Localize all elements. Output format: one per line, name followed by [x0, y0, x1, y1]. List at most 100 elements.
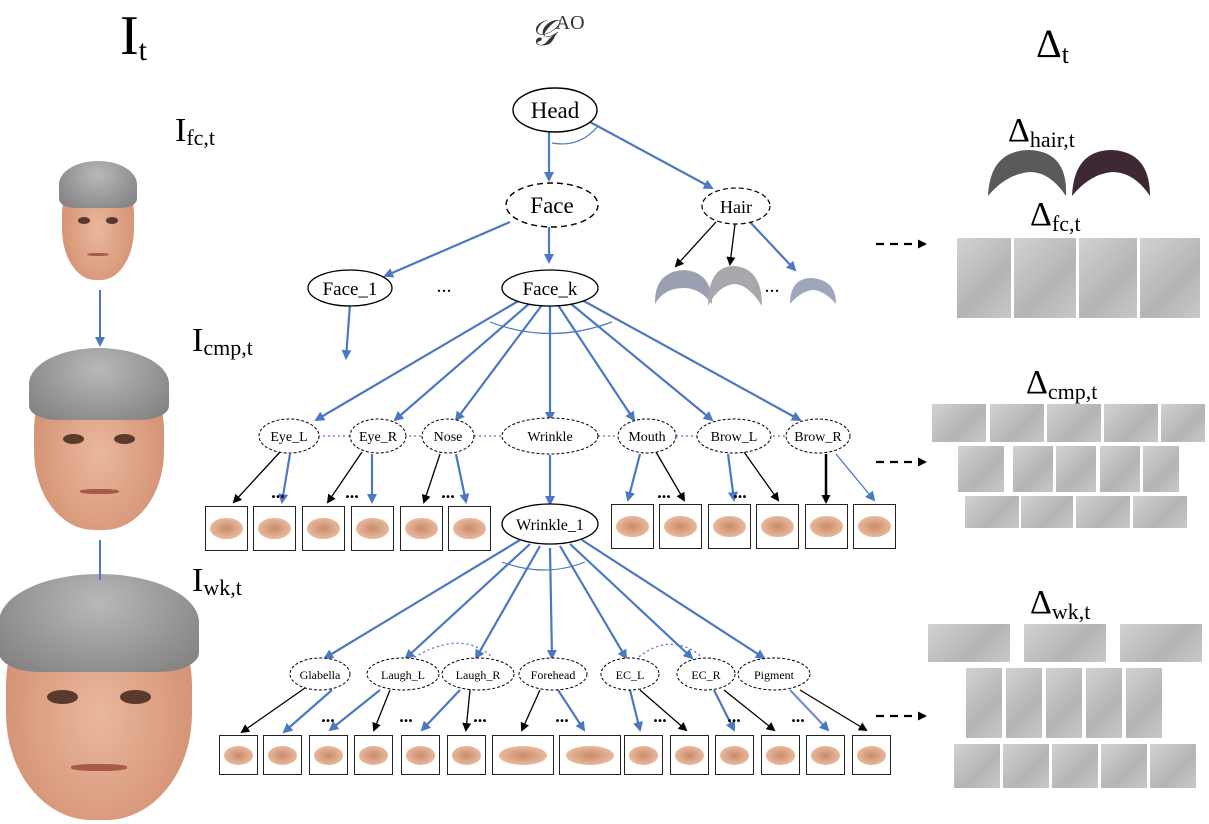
graph-sup: AO — [555, 12, 585, 34]
delta-cmp-main: Δ — [1026, 364, 1048, 401]
nose-thumb-1 — [400, 506, 443, 551]
node-laugh-r — [441, 657, 515, 691]
delta-fc-label: Δfc,t — [1030, 196, 1081, 237]
node-eye-r — [349, 418, 407, 454]
mouth-thumb-1 — [611, 504, 654, 549]
ellipsis-glabella: ... — [321, 706, 335, 726]
it-main: I — [120, 5, 139, 67]
node-head-label: Head — [531, 98, 580, 123]
node-glabella — [289, 657, 351, 691]
delta-wk-sub: wk,t — [1051, 599, 1091, 624]
delta-mouth-2 — [1021, 496, 1073, 528]
node-hair-label: Hair — [720, 197, 752, 217]
delta-wk-label: Δwk,t — [1030, 584, 1090, 625]
pigment-thumb-1 — [806, 735, 845, 775]
ellipsis-pigment: ... — [791, 706, 805, 726]
delta-laugh-1 — [966, 668, 1002, 738]
delta-fc-face-4 — [1140, 238, 1200, 318]
hair-samples — [654, 266, 836, 306]
node-wrinkle-1 — [501, 503, 599, 545]
delta-main: Δ — [1036, 21, 1062, 66]
delta-eye-3 — [1047, 404, 1101, 442]
delta-eye-4 — [1104, 404, 1158, 442]
delta-cmp-label: Δcmp,t — [1026, 364, 1097, 405]
node-laugh-l — [366, 657, 440, 691]
delta-eye-5 — [1161, 404, 1205, 442]
input-image-label: It — [120, 4, 147, 68]
face-image-medium — [28, 347, 170, 530]
ellipsis-hair: ... — [765, 275, 780, 297]
node-eye-r-label: Eye_R — [359, 430, 398, 445]
node-head — [512, 87, 598, 133]
delta-cmp-sub: cmp,t — [1047, 379, 1098, 404]
node-ec-l-label: EC_L — [616, 668, 645, 682]
ec-r-thumb-2 — [761, 735, 800, 775]
delta-hair-sub: hair,t — [1029, 127, 1075, 152]
delta-title: Δt — [1036, 20, 1069, 70]
delta-nose-3 — [1056, 446, 1096, 492]
cmp-main: I — [192, 322, 204, 359]
brow-l-thumb-1 — [708, 504, 751, 549]
brow-l-thumb-2 — [756, 504, 799, 549]
ellipsis-face: ... — [437, 275, 452, 297]
ellipsis-laugh-l: ... — [399, 706, 413, 726]
fc-level-label: Ifc,t — [175, 112, 215, 151]
node-face-1-label: Face_1 — [323, 279, 378, 300]
node-laugh-l-label: Laugh_L — [381, 668, 425, 682]
laugh-l-thumb-1 — [309, 735, 348, 775]
eye-r-thumb-1 — [302, 506, 345, 551]
delta-hair-label: Δhair,t — [1008, 112, 1075, 153]
node-face-k — [501, 269, 599, 307]
eye-l-thumb-1 — [205, 506, 248, 551]
delta-fc-face-2 — [1014, 238, 1076, 318]
node-brow-l — [696, 418, 772, 454]
delta-mouth-4 — [1133, 496, 1187, 528]
ellipsis-ec-l: ... — [653, 706, 667, 726]
node-face-k-label: Face_k — [523, 279, 578, 300]
node-forehead-label: Forehead — [531, 668, 576, 682]
pigment-thumb-2 — [852, 735, 891, 775]
node-nose-label: Nose — [434, 430, 463, 445]
node-eye-l-label: Eye_L — [270, 430, 307, 445]
ellipsis-brow-l: ... — [733, 482, 747, 502]
delta-laugh-3 — [1046, 668, 1082, 738]
node-wrinkle-label: Wrinkle — [527, 430, 572, 445]
ellipsis-forehead: ... — [555, 706, 569, 726]
ec-l-thumb-2 — [670, 735, 709, 775]
node-pigment — [737, 657, 811, 691]
node-forehead — [518, 657, 588, 691]
delta-laugh-5 — [1126, 668, 1162, 738]
node-mouth-label: Mouth — [628, 430, 665, 445]
nose-thumb-2 — [448, 506, 491, 551]
glabella-thumb-2 — [263, 735, 302, 775]
delta-eye-1 — [932, 404, 986, 442]
forehead-thumb-2 — [559, 735, 621, 775]
wk-sub: wk,t — [203, 575, 242, 600]
delta-mouth-1 — [965, 496, 1019, 528]
delta-forehead-3 — [1120, 624, 1202, 662]
wk-main: I — [192, 562, 204, 599]
node-ec-r — [676, 657, 736, 691]
node-glabella-label: Glabella — [300, 668, 341, 682]
delta-nose-2 — [1013, 446, 1053, 492]
mouth-thumb-2 — [659, 504, 702, 549]
graph-main: 𝒢 — [530, 13, 556, 53]
delta-fc-sub: fc,t — [1051, 211, 1081, 236]
cmp-level-label: Icmp,t — [192, 322, 253, 361]
node-brow-r — [785, 418, 851, 454]
ellipsis-eye-r: ... — [345, 482, 359, 502]
wk-level-label: Iwk,t — [192, 562, 242, 601]
node-face-label: Face — [530, 193, 573, 218]
delta-wk-main: Δ — [1030, 584, 1052, 621]
brow-r-thumb-2 — [853, 504, 896, 549]
node-brow-l-label: Brow_L — [711, 430, 758, 445]
node-brow-r-label: Brow_R — [794, 430, 842, 445]
node-mouth — [617, 418, 677, 454]
delta-eye-2 — [990, 404, 1044, 442]
delta-fc-face-1 — [957, 238, 1011, 318]
node-face-1 — [307, 269, 393, 307]
delta-forehead-2 — [1024, 624, 1106, 662]
delta-laugh-4 — [1086, 668, 1122, 738]
node-pigment-label: Pigment — [754, 668, 795, 682]
